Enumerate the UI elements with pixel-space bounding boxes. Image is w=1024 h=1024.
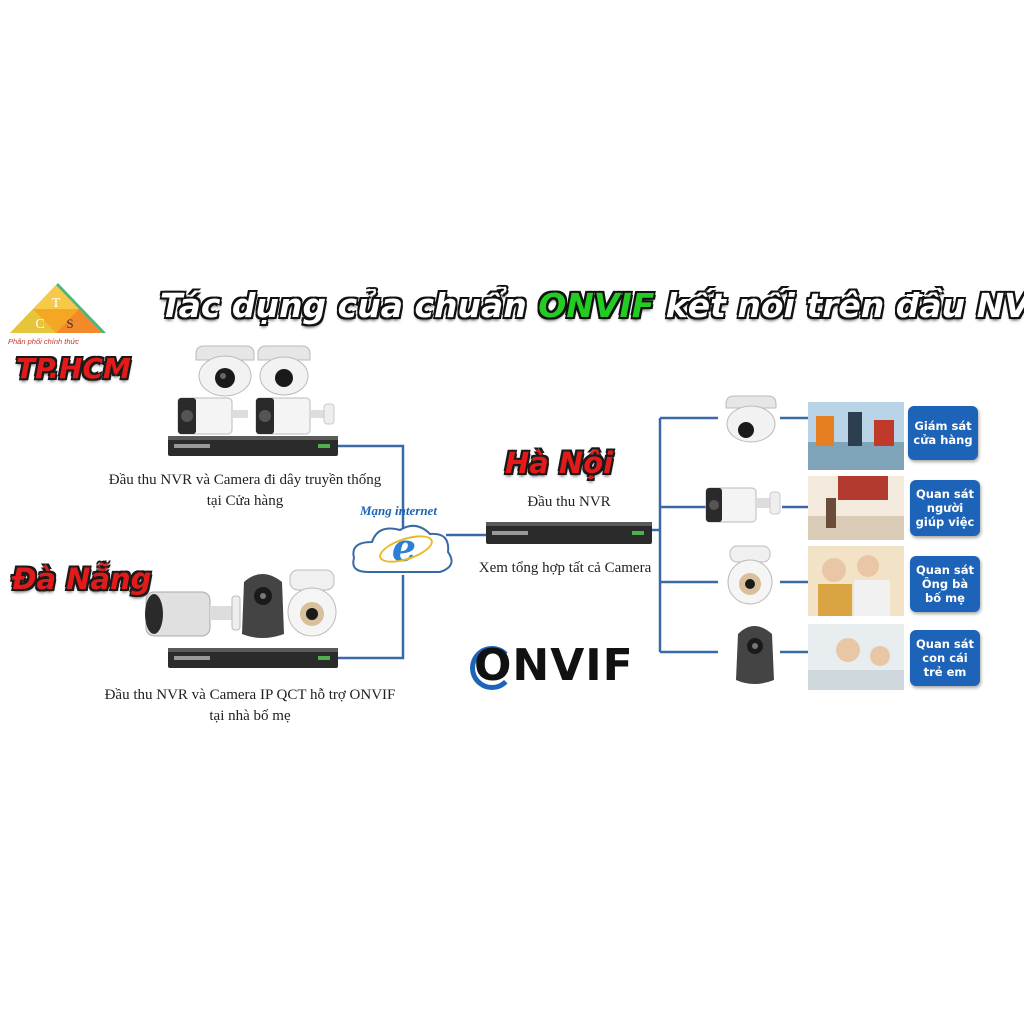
city-label-hcm: TP.HCM <box>16 352 131 385</box>
caption-hcm-line2: tại Cửa hàng <box>206 493 284 509</box>
brand-logo: T C S Phân phối chính thức <box>6 283 106 346</box>
bullet-camera-icon <box>255 397 335 435</box>
internet-explorer-icon: e <box>391 525 417 570</box>
bubble-children: Quan sát con cái trẻ em <box>910 630 980 686</box>
connection-lines <box>338 416 808 660</box>
caption-hcm: Đầu thu NVR và Camera đi dây truyền thốn… <box>80 470 410 512</box>
bubble-grandparents: Quan sát Ông bà bố mẹ <box>910 556 980 612</box>
children-scene-icon <box>808 624 904 690</box>
nvr-recorder-hcm-icon <box>168 436 338 456</box>
title-prefix: Tác dụng của chuẩn <box>160 286 539 325</box>
kitchen-scene-icon <box>808 476 904 540</box>
network-label: Mạng internet <box>360 503 437 518</box>
title-suffix: kết nối trên đầu NVR <box>654 286 1024 325</box>
store-scene-icon <box>808 402 904 470</box>
pan-tilt-camera-icon <box>287 569 337 637</box>
grandparents-scene-icon <box>808 546 904 616</box>
logo-letter-c: C <box>35 317 44 332</box>
dome-camera-icon <box>725 395 777 443</box>
page-title: Tác dụng của chuẩn ONVIF kết nối trên đầ… <box>160 286 1024 336</box>
bullet-camera-icon <box>145 591 241 637</box>
dome-camera-icon <box>195 345 255 397</box>
bullet-camera-icon <box>177 397 248 435</box>
line-hcm <box>338 444 405 530</box>
bubble-helper: Quan sát người giúp việc <box>910 480 980 536</box>
onvif-swoosh-icon <box>470 646 514 690</box>
cube-camera-icon <box>736 626 774 684</box>
bubble-store: Giám sát cửa hàng <box>908 406 978 460</box>
danang-cameras <box>145 569 337 638</box>
internet-cloud-icon <box>352 524 453 573</box>
nvr-recorder-hanoi-icon <box>486 522 652 544</box>
triangle-logo-icon: T C S <box>10 283 106 333</box>
hanoi-cameras <box>705 395 781 684</box>
hcm-cameras <box>177 345 335 435</box>
caption-danang: Đầu thu NVR và Camera IP QCT hỗ trợ ONVI… <box>70 685 430 727</box>
caption-danang-line1: Đầu thu NVR và Camera IP QCT hỗ trợ ONVI… <box>104 687 396 703</box>
nvr-recorder-danang-icon <box>168 648 338 668</box>
logo-letter-s: S <box>66 316 73 331</box>
city-label-hanoi: Hà Nội <box>505 446 614 480</box>
caption-hcm-line1: Đầu thu NVR và Camera đi dây truyền thốn… <box>108 472 382 488</box>
caption-hanoi: Xem tổng hợp tất cả Camera <box>478 560 652 576</box>
logo-letter-t: T <box>52 296 61 311</box>
pan-tilt-camera-icon <box>727 545 773 605</box>
title-highlight: ONVIF <box>538 286 655 325</box>
line-danang <box>338 575 405 660</box>
onvif-logo-text: ONVIF <box>474 640 634 691</box>
scene-thumbnails <box>808 402 904 690</box>
city-label-danang: Đà Nẵng <box>12 562 152 596</box>
caption-danang-line2: tại nhà bố mẹ <box>209 708 291 724</box>
logo-tagline: Phân phối chính thức <box>8 337 80 346</box>
bullet-camera-icon <box>705 487 781 523</box>
onvif-logo: ONVIF <box>470 636 633 696</box>
caption-hanoi-nvr: Đầu thu NVR <box>527 494 611 510</box>
cube-camera-icon <box>242 574 284 638</box>
dome-camera-icon <box>257 345 311 396</box>
